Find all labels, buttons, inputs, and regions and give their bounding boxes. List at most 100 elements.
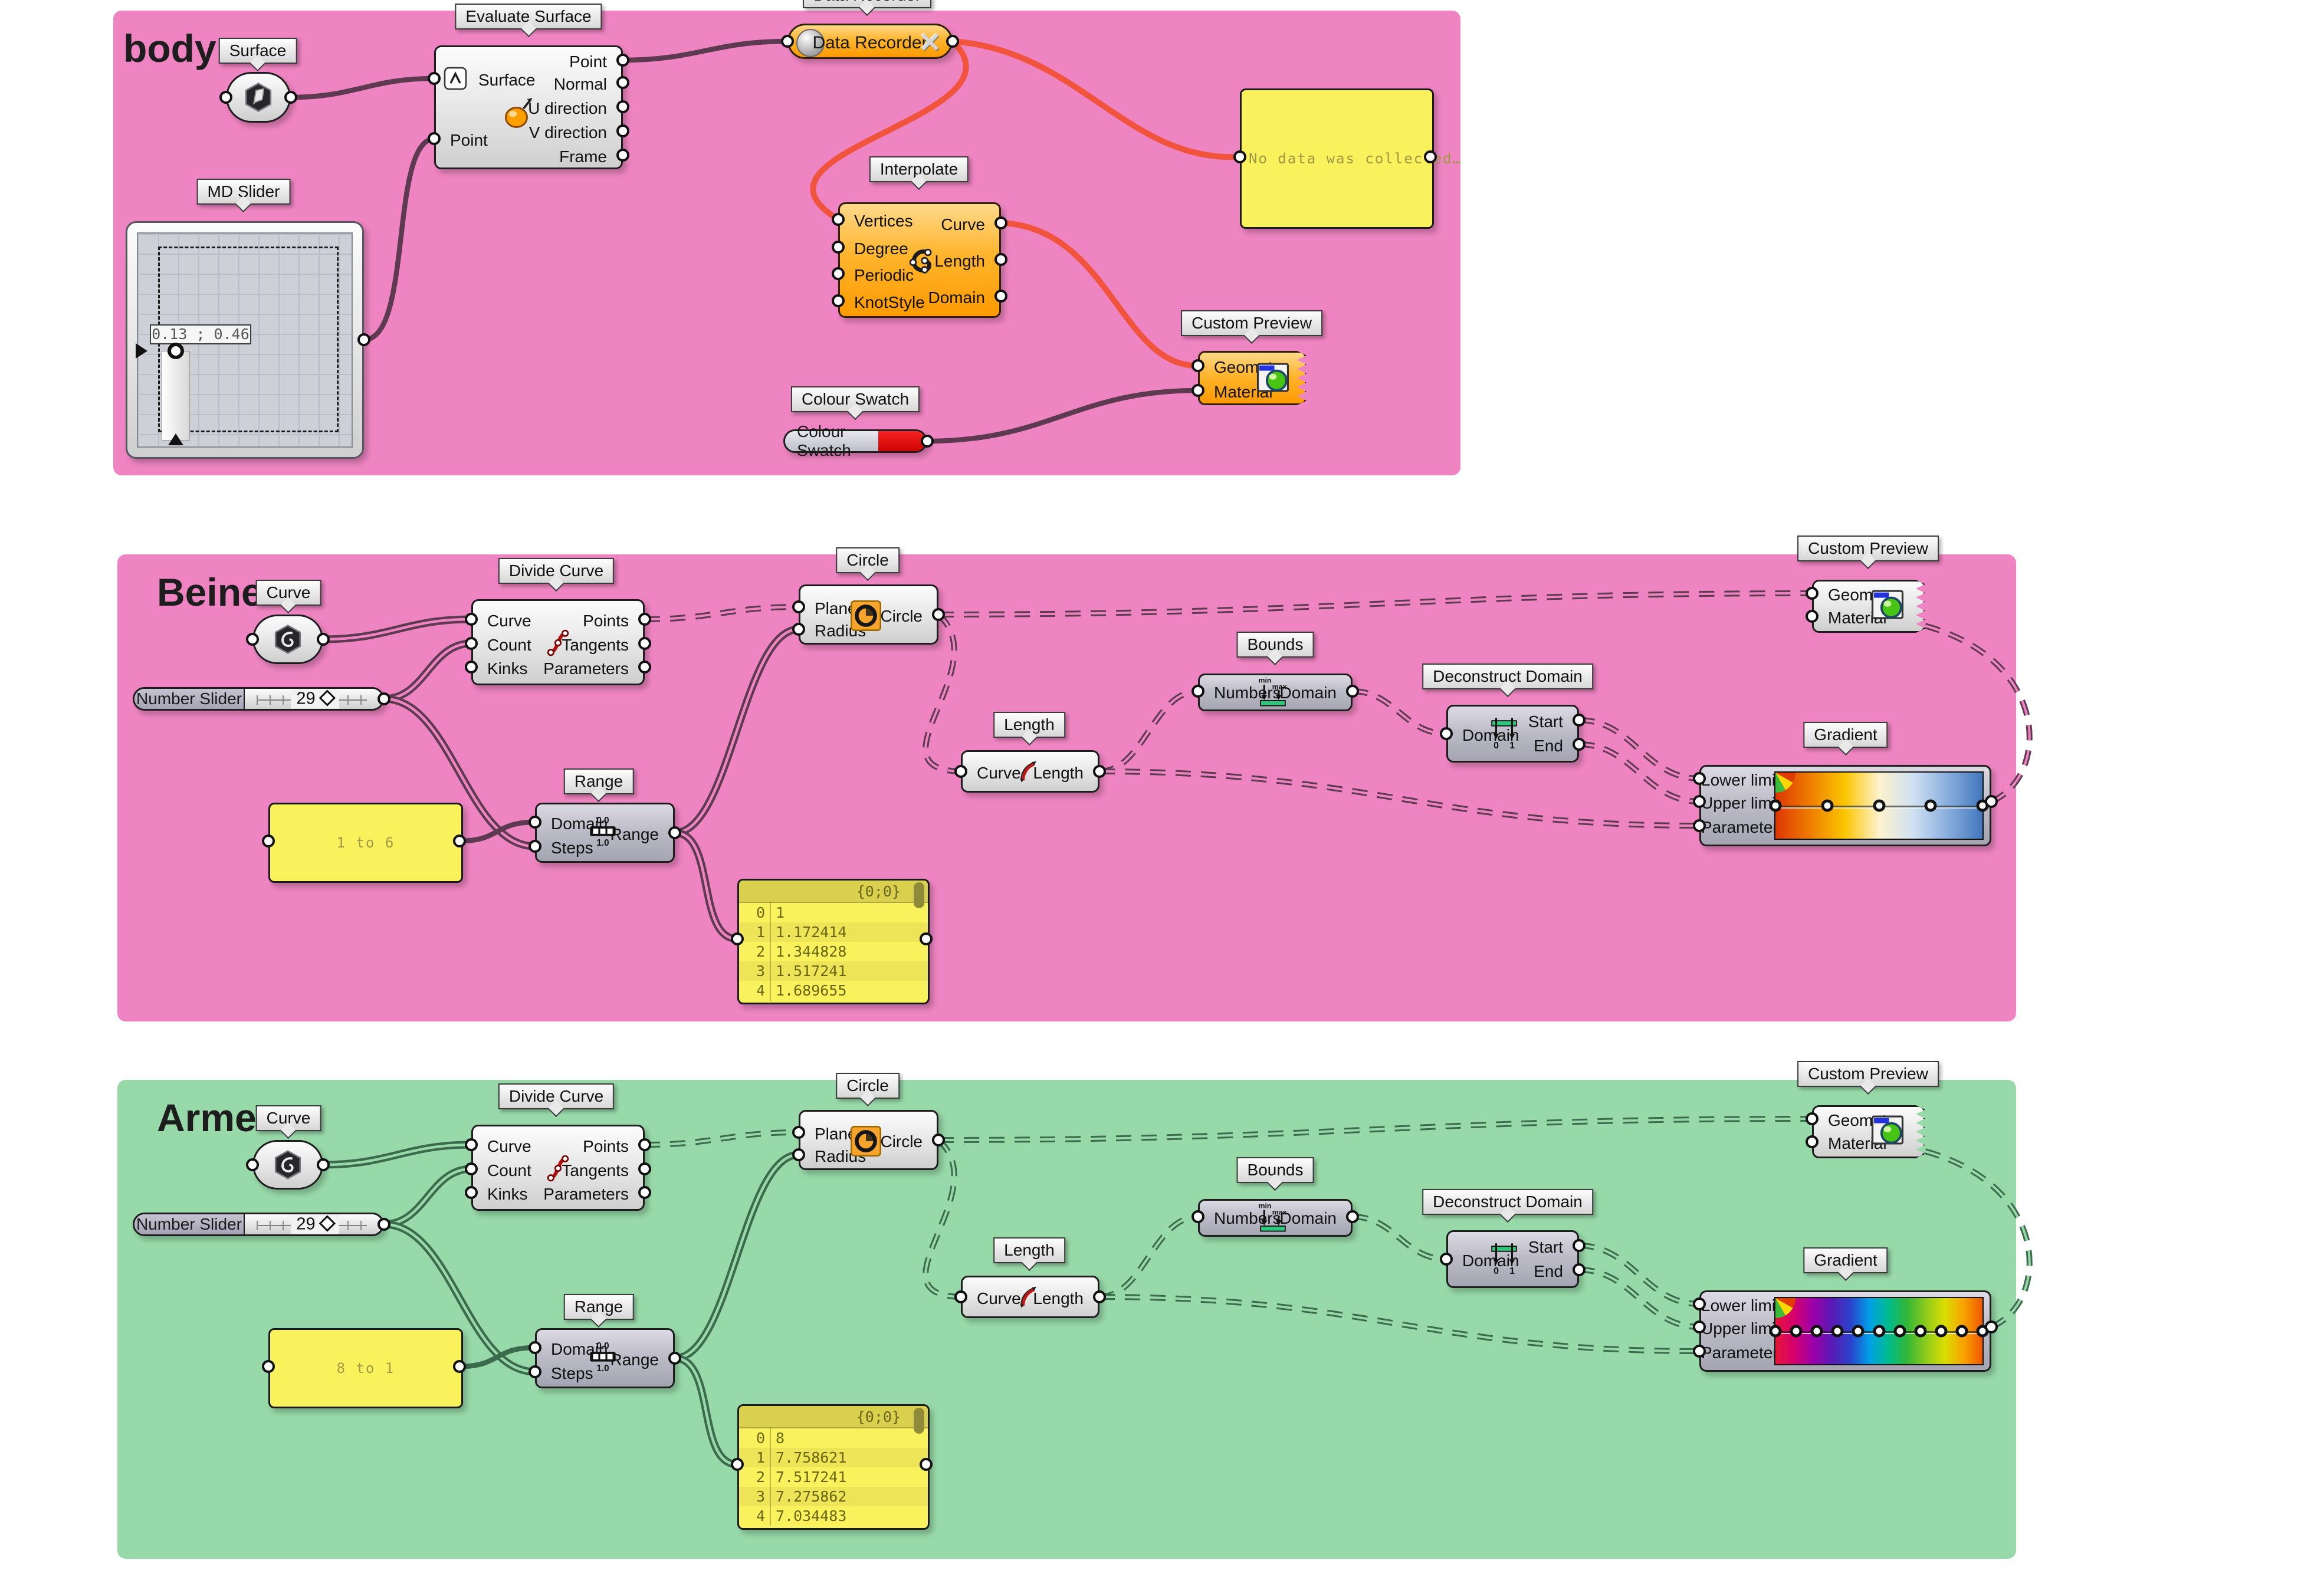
port-tangents-out[interactable] — [638, 637, 651, 650]
port-datapanel-in[interactable] — [731, 1458, 744, 1471]
slider-grip-icon[interactable] — [319, 1215, 336, 1232]
md-grid[interactable]: 0.13 ; 0.46 — [136, 232, 353, 448]
port-length-out[interactable] — [1093, 765, 1106, 778]
port-range-out[interactable] — [668, 826, 681, 839]
port-curve-out[interactable] — [994, 216, 1007, 229]
port-radius-in[interactable] — [792, 623, 805, 636]
port-steps-in[interactable] — [529, 1365, 541, 1378]
slider-value[interactable]: 29 — [290, 689, 339, 709]
wire[interactable] — [383, 1220, 536, 1376]
port-curve-param-arme-in[interactable] — [246, 1158, 259, 1171]
port-slider-out[interactable] — [378, 692, 390, 705]
port-surface-in[interactable] — [428, 72, 441, 85]
port-curve-in[interactable] — [465, 613, 478, 626]
port-domain-in[interactable] — [1440, 727, 1453, 740]
port-domain-in[interactable] — [529, 816, 541, 829]
no-data-panel[interactable]: No data was collected… — [1240, 88, 1461, 229]
port-domain-in[interactable] — [529, 1341, 541, 1354]
port-panel-in[interactable] — [1233, 150, 1246, 163]
wire[interactable] — [1099, 1214, 1199, 1300]
gradient-handle[interactable] — [1852, 1325, 1865, 1338]
port-datapanel-out[interactable] — [920, 1458, 933, 1471]
port-curve-in[interactable] — [465, 1138, 478, 1151]
port-points-out[interactable] — [638, 613, 651, 626]
port-kinks-in[interactable] — [465, 1186, 478, 1199]
md-knob[interactable] — [168, 343, 184, 359]
panel-1to6[interactable]: 1 to 6 — [268, 803, 463, 883]
wire[interactable] — [622, 38, 788, 63]
wire[interactable] — [674, 625, 799, 837]
colour-swatch[interactable]: Colour Swatch — [783, 422, 927, 459]
md-slider[interactable]: 0.13 ; 0.46 — [126, 221, 364, 459]
name-tag[interactable]: Surface — [218, 38, 297, 64]
wire[interactable] — [1578, 1243, 1700, 1307]
name-tag[interactable]: Data Recorder — [802, 0, 932, 8]
port-panel-in[interactable] — [262, 835, 275, 847]
name-tag[interactable]: Custom Preview — [1797, 536, 1939, 561]
wire[interactable] — [383, 1165, 472, 1228]
wire[interactable] — [290, 75, 435, 100]
port-datapanel-out[interactable] — [920, 932, 933, 945]
name-tag[interactable]: Custom Preview — [1797, 1061, 1939, 1087]
port-normal-out[interactable] — [616, 76, 629, 89]
port-domain-out[interactable] — [1346, 1210, 1359, 1223]
port-curve-in[interactable] — [954, 1290, 967, 1303]
name-tag[interactable]: Custom Preview — [1181, 310, 1322, 336]
port-end-out[interactable] — [1573, 738, 1586, 751]
name-tag[interactable]: Deconstruct Domain — [1422, 1189, 1593, 1215]
port-panel-out[interactable] — [1424, 150, 1437, 163]
name-tag[interactable]: Interpolate — [869, 156, 969, 182]
port-geometry-in[interactable] — [1191, 359, 1204, 372]
name-tag[interactable]: Circle — [836, 1073, 900, 1099]
wire[interactable] — [674, 1354, 738, 1469]
port-material-in[interactable] — [1806, 610, 1819, 623]
port-domain-out[interactable] — [1346, 685, 1359, 698]
gradient-bar[interactable] — [1769, 1297, 1989, 1365]
port-panel-out[interactable] — [453, 835, 466, 847]
port-swatch-out[interactable] — [921, 435, 934, 448]
md-value[interactable]: 0.13 ; 0.46 — [150, 324, 251, 344]
port-start-out[interactable] — [1573, 714, 1586, 727]
wire[interactable] — [1352, 688, 1447, 737]
port-point-out[interactable] — [616, 54, 629, 67]
port-end-out[interactable] — [1573, 1263, 1586, 1276]
wire[interactable] — [644, 1129, 799, 1148]
name-tag[interactable]: Circle — [836, 547, 900, 573]
name-tag[interactable]: Curve — [255, 580, 321, 606]
port-radius-in[interactable] — [792, 1148, 805, 1161]
port-material-in[interactable] — [1191, 384, 1204, 397]
port-numbers-in[interactable] — [1191, 685, 1204, 698]
port-gradient-out[interactable] — [1985, 1320, 1998, 1333]
delete-x-icon[interactable]: ✕ — [918, 27, 941, 58]
port-steps-in[interactable] — [529, 840, 541, 853]
port-datapanel-in[interactable] — [731, 932, 744, 945]
wire[interactable] — [952, 38, 1240, 160]
gradient-handle[interactable] — [1873, 799, 1885, 812]
wire[interactable] — [923, 612, 961, 774]
port-parameter-in[interactable] — [1693, 1345, 1706, 1358]
port-parameter-in[interactable] — [1693, 819, 1706, 832]
wire[interactable] — [938, 590, 1813, 617]
wire[interactable] — [1578, 741, 1700, 804]
wire[interactable] — [323, 1141, 472, 1169]
name-tag[interactable]: MD Slider — [196, 179, 291, 205]
port-points-out[interactable] — [638, 1138, 651, 1151]
wire[interactable] — [363, 136, 435, 343]
port-recorder-in[interactable] — [781, 35, 794, 48]
slider-grip-icon[interactable] — [319, 689, 336, 707]
wire[interactable] — [1099, 688, 1199, 774]
port-curve-param-arme-out[interactable] — [317, 1158, 330, 1171]
wire[interactable] — [938, 1116, 1813, 1143]
